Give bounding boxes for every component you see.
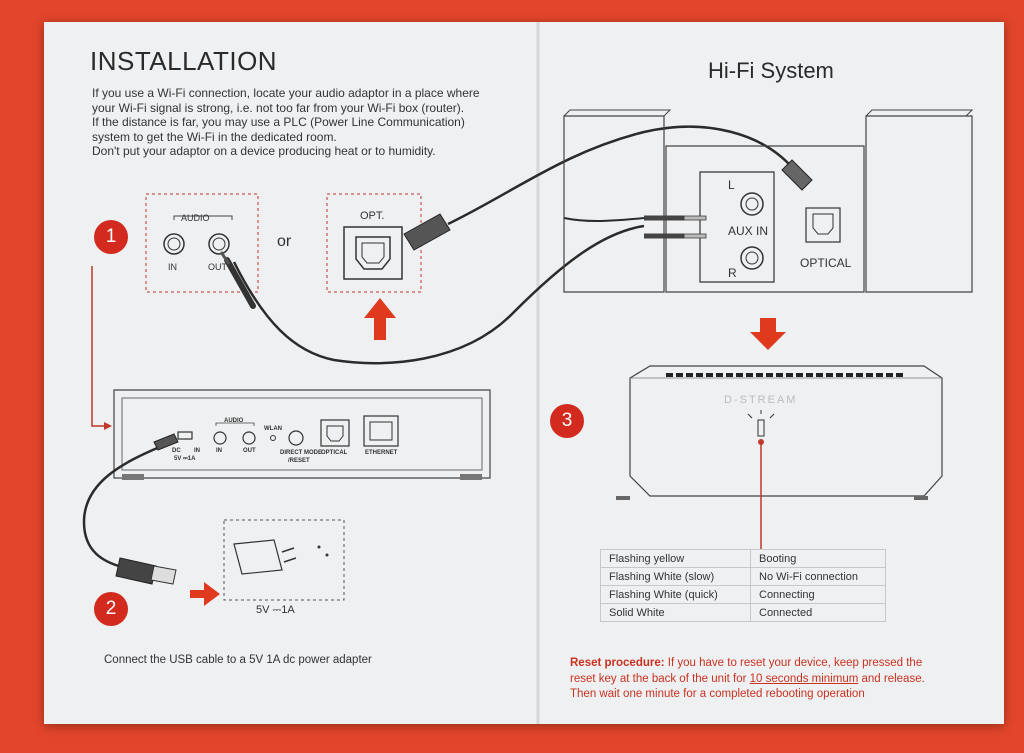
aux-in-label: AUX IN (728, 224, 769, 238)
table-row: Flashing White (slow) No Wi-Fi connectio… (600, 567, 886, 586)
adapter-rating-label: 5V ⎓1A (256, 604, 295, 616)
table-row: Flashing yellow Booting (600, 549, 886, 568)
table-row: Flashing White (quick) Connecting (600, 585, 886, 604)
aux-r-label: R (728, 266, 737, 280)
led-status-table: Flashing yellow Booting Flashing White (… (600, 549, 886, 622)
reset-text: If you have to reset your device, keep p… (664, 657, 923, 669)
hifi-title: Hi-Fi System (708, 58, 834, 83)
audio-label: AUDIO (181, 213, 210, 223)
audio-in-jack (163, 233, 185, 255)
power-adapter-box (223, 519, 345, 601)
led-state: Flashing White (slow) (600, 567, 751, 586)
reset-label: /RESET (288, 458, 310, 464)
dc-label: DC (172, 448, 181, 454)
wlan-label: WLAN (264, 426, 282, 432)
page-fold (536, 22, 540, 724)
installation-title: INSTALLATION (90, 46, 278, 76)
right-speaker (865, 115, 973, 293)
left-speaker (563, 115, 665, 293)
brand-logo: D-STREAM (724, 394, 798, 406)
audio-ports-box (145, 193, 259, 293)
intro-line: If you use a Wi-Fi connection, locate yo… (92, 86, 480, 100)
led-meaning: Connecting (750, 585, 886, 604)
ethernet-label: ETHERNET (365, 450, 398, 456)
reset-duration: 10 seconds minimum (749, 672, 859, 685)
device-back-panel (113, 389, 491, 479)
intro-text: If you use a Wi-Fi connection, locate yo… (92, 86, 542, 159)
reset-line-2: reset key at the back of the unit for 10… (570, 672, 980, 688)
reset-line-1: Reset procedure: If you have to reset yo… (570, 656, 980, 672)
amplifier (665, 145, 865, 293)
back-audio-out-label: OUT (243, 448, 256, 454)
dc-rating-label: 5V ⎓1A (174, 456, 196, 462)
arrow-down-icon (750, 318, 786, 350)
step-2-badge: 2 (94, 592, 128, 626)
led-state: Flashing yellow (600, 549, 751, 568)
arrow-right-icon (190, 582, 220, 606)
direct-mode-label: DIRECT MODE (280, 450, 322, 456)
reset-text: and release. (858, 672, 925, 685)
aux-l-label: L (728, 178, 735, 192)
hifi-optical-label: OPTICAL (800, 256, 852, 270)
led-state: Solid White (600, 603, 751, 622)
intro-line: system to get the Wi-Fi in the dedicated… (92, 129, 337, 144)
back-audio-in-label: IN (216, 448, 222, 454)
intro-line: Don't put your adaptor on a device produ… (92, 144, 436, 159)
arrow-up-icon (364, 298, 396, 340)
led-meaning: No Wi-Fi connection (750, 567, 886, 586)
intro-line: If the distance is far, you may use a PL… (92, 115, 465, 130)
reset-line-3: Then wait one minute for a completed reb… (570, 688, 865, 700)
reset-procedure: Reset procedure: If you have to reset yo… (570, 656, 980, 703)
reset-text: reset key at the back of the unit for (570, 672, 750, 685)
led-meaning: Booting (750, 549, 886, 568)
led-state: Flashing White (quick) (600, 585, 751, 604)
or-label: or (277, 233, 292, 250)
dc-in-label: IN (194, 448, 200, 454)
usb-caption: Connect the USB cable to a 5V 1A dc powe… (104, 654, 372, 666)
audio-in-label: IN (168, 262, 177, 272)
led-meaning: Connected (750, 603, 886, 622)
intro-line: your Wi-Fi signal is strong, i.e. not to… (92, 100, 465, 115)
back-optical-label: OPTICAL (321, 450, 348, 456)
step-3-badge: 3 (550, 404, 584, 438)
installation-diagram (82, 109, 974, 606)
step-1-badge: 1 (94, 220, 128, 254)
audio-out-jack (208, 233, 230, 255)
dstream-device (629, 365, 943, 497)
table-row: Solid White Connected (600, 603, 886, 622)
manual-spread: INSTALLATION If you use a Wi-Fi connecti… (44, 22, 1004, 724)
audio-out-label: OUT (208, 262, 227, 272)
reset-label-heading: Reset procedure: (570, 657, 665, 669)
back-audio-label: AUDIO (224, 418, 244, 424)
opt-label: OPT. (360, 210, 385, 222)
